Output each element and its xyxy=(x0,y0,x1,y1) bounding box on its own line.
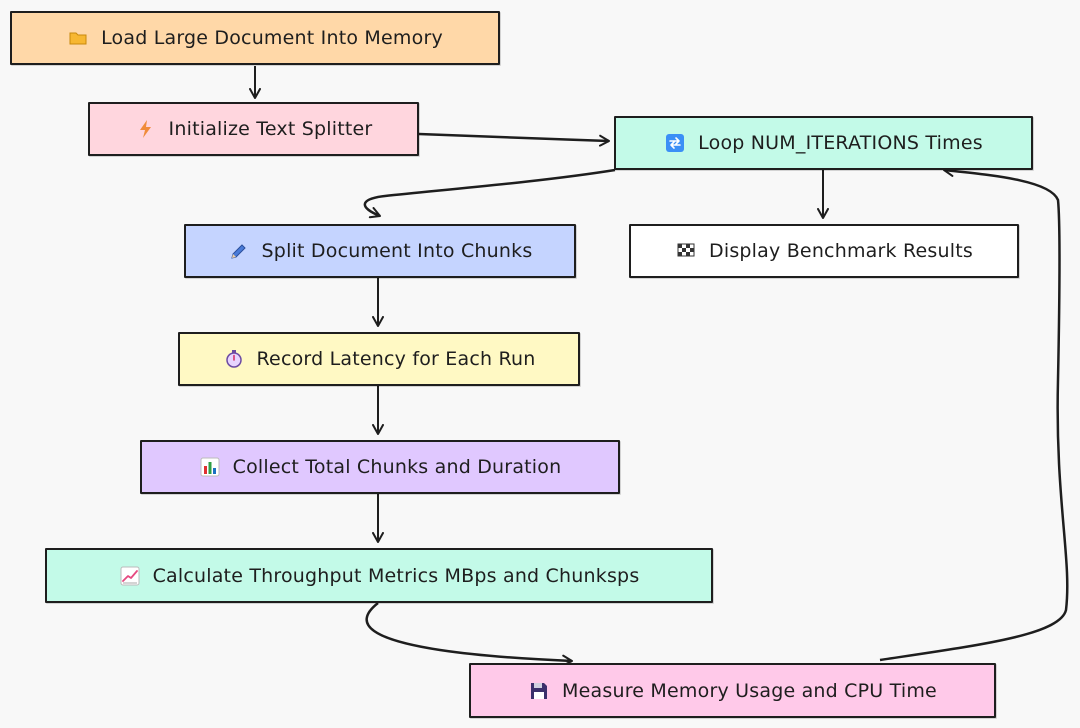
bar-chart-icon xyxy=(199,456,221,478)
node-load-document[interactable]: Load Large Document Into Memory xyxy=(10,11,500,65)
node-loop-iterations[interactable]: Loop NUM_ITERATIONS Times xyxy=(614,116,1033,170)
checkered-flag-icon xyxy=(675,240,697,262)
node-label: Initialize Text Splitter xyxy=(168,118,373,140)
node-split-document[interactable]: Split Document Into Chunks xyxy=(184,224,576,278)
edge-loop-to-split xyxy=(363,168,616,219)
node-record-latency[interactable]: Record Latency for Each Run xyxy=(178,332,580,386)
trending-up-icon xyxy=(119,565,141,587)
node-label: Collect Total Chunks and Duration xyxy=(232,456,562,478)
node-measure-memory[interactable]: Measure Memory Usage and CPU Time xyxy=(469,663,996,718)
edge-calc-to-measure xyxy=(365,602,573,667)
folder-icon xyxy=(67,27,89,49)
lightning-icon xyxy=(135,118,157,140)
stopwatch-icon xyxy=(223,348,245,370)
node-label: Record Latency for Each Run xyxy=(256,348,536,370)
node-label: Loop NUM_ITERATIONS Times xyxy=(698,132,983,154)
node-calculate-throughput[interactable]: Calculate Throughput Metrics MBps and Ch… xyxy=(45,548,713,603)
node-label: Load Large Document Into Memory xyxy=(101,27,443,49)
edge-init-to-loop xyxy=(418,132,610,147)
pencil-icon xyxy=(228,240,250,262)
node-label: Display Benchmark Results xyxy=(709,240,973,262)
node-display-results[interactable]: Display Benchmark Results xyxy=(629,224,1019,278)
node-label: Split Document Into Chunks xyxy=(261,240,533,262)
node-label: Measure Memory Usage and CPU Time xyxy=(562,679,937,702)
node-label: Calculate Throughput Metrics MBps and Ch… xyxy=(152,564,640,587)
floppy-disk-icon xyxy=(528,680,550,702)
repeat-icon xyxy=(664,132,686,154)
edge-measure-to-loop xyxy=(879,165,1069,662)
node-collect-totals[interactable]: Collect Total Chunks and Duration xyxy=(140,440,620,494)
node-initialize-splitter[interactable]: Initialize Text Splitter xyxy=(88,102,419,156)
